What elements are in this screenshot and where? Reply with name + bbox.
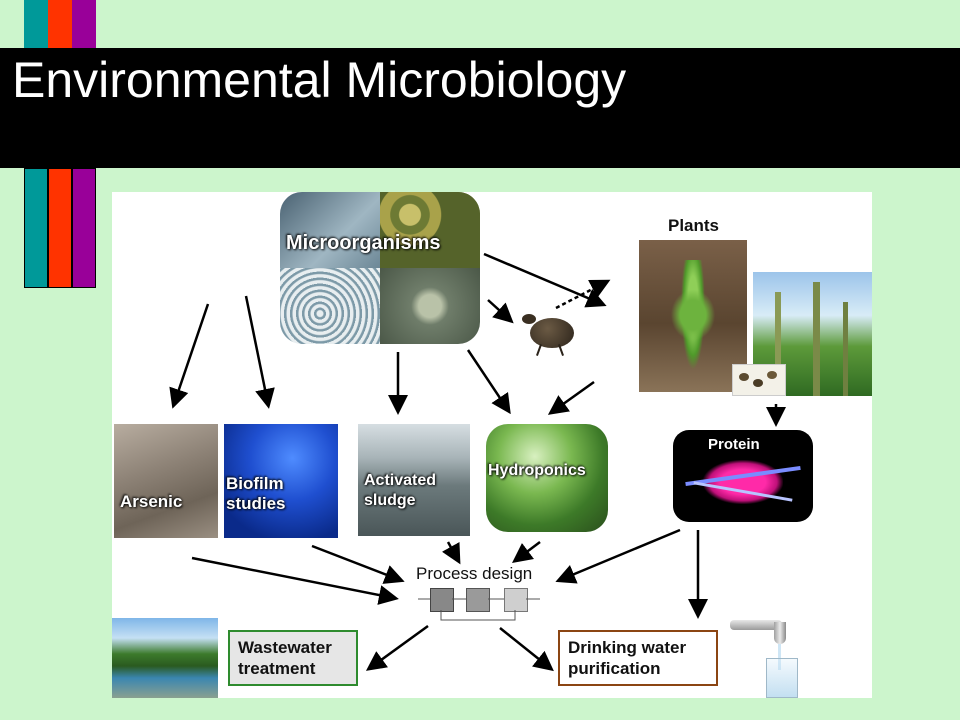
drinking-line2: purification	[568, 659, 661, 678]
drinking-line1: Drinking water	[568, 638, 687, 657]
hydroponics-image	[486, 424, 608, 532]
accent-bar-purple-bottom	[72, 168, 96, 288]
biofilm-label-line2: studies	[226, 494, 286, 513]
accent-bar-teal-bottom	[24, 168, 48, 288]
arsenic-label: Arsenic	[120, 492, 183, 511]
arrow-to-biofilm	[244, 295, 275, 409]
protein-label: Protein	[708, 436, 760, 453]
arrow-protein-to-process	[555, 528, 681, 584]
accent-bar-purple-top	[72, 0, 96, 48]
process-unit-1	[430, 588, 454, 612]
arrow-biofilm-to-process	[311, 544, 405, 584]
hydroponics-label: Hydroponics	[488, 462, 586, 479]
micro-tile-3	[280, 268, 380, 344]
process-unit-2	[466, 588, 490, 612]
weevil-beetle-image	[520, 310, 584, 356]
process-unit-3	[504, 588, 528, 612]
activated-sludge-image	[358, 424, 470, 536]
process-design-label: Process design	[416, 564, 533, 583]
arrow-hydro-to-process	[512, 541, 541, 563]
pine-seedling-image	[639, 240, 747, 392]
microorganisms-label: Microorganisms	[286, 232, 441, 254]
arrow-process-to-wastewater	[365, 624, 429, 671]
arsenic-site-image	[114, 424, 218, 538]
drinking-water-box: Drinking water purification	[558, 630, 718, 686]
accent-bar-red-top	[48, 0, 72, 48]
arrow-process-to-drinking	[499, 627, 554, 672]
micro-tile-4	[380, 268, 480, 344]
biofilm-image	[224, 424, 338, 538]
micro-tile-1	[280, 192, 380, 268]
arrow-micro-to-plants	[483, 252, 607, 308]
seeds-image	[732, 364, 786, 396]
diagram-arrows	[169, 252, 786, 672]
plants-label: Plants	[668, 216, 720, 235]
sludge-label-line2: sludge	[364, 492, 416, 509]
slide-title: Environmental Microbiology	[12, 52, 627, 108]
accent-bar-teal-top	[24, 0, 48, 48]
wastewater-line1: Wastewater	[238, 638, 332, 657]
wastewater-line2: treatment	[238, 659, 316, 678]
biofilm-label-line1: Biofilm	[226, 474, 284, 493]
arrow-sludge-to-process	[441, 541, 461, 565]
arrow-to-arsenic	[169, 303, 210, 409]
protein-structure-image	[673, 430, 813, 522]
accent-bar-red-bottom	[48, 168, 72, 288]
diagram-panel: Microorganisms Plants Protein Arsenic Bi…	[112, 192, 872, 698]
faucet-glass-image	[730, 616, 810, 698]
title-band	[0, 48, 960, 168]
sludge-label-line1: Activated	[364, 472, 437, 489]
arrow-beetle-dotted	[555, 279, 611, 310]
arrow-to-hydroponics	[466, 349, 511, 415]
microorganisms-collage	[280, 192, 480, 344]
arrow-plant-to-hydro	[547, 380, 595, 415]
process-recycle-loop	[440, 610, 516, 621]
arrow-arsenic-to-process	[191, 556, 399, 605]
river-landscape-image	[112, 618, 218, 698]
wastewater-treatment-box: Wastewater treatment	[228, 630, 358, 686]
micro-tile-2	[380, 192, 480, 268]
arrow-micro-to-beetle	[487, 299, 514, 324]
